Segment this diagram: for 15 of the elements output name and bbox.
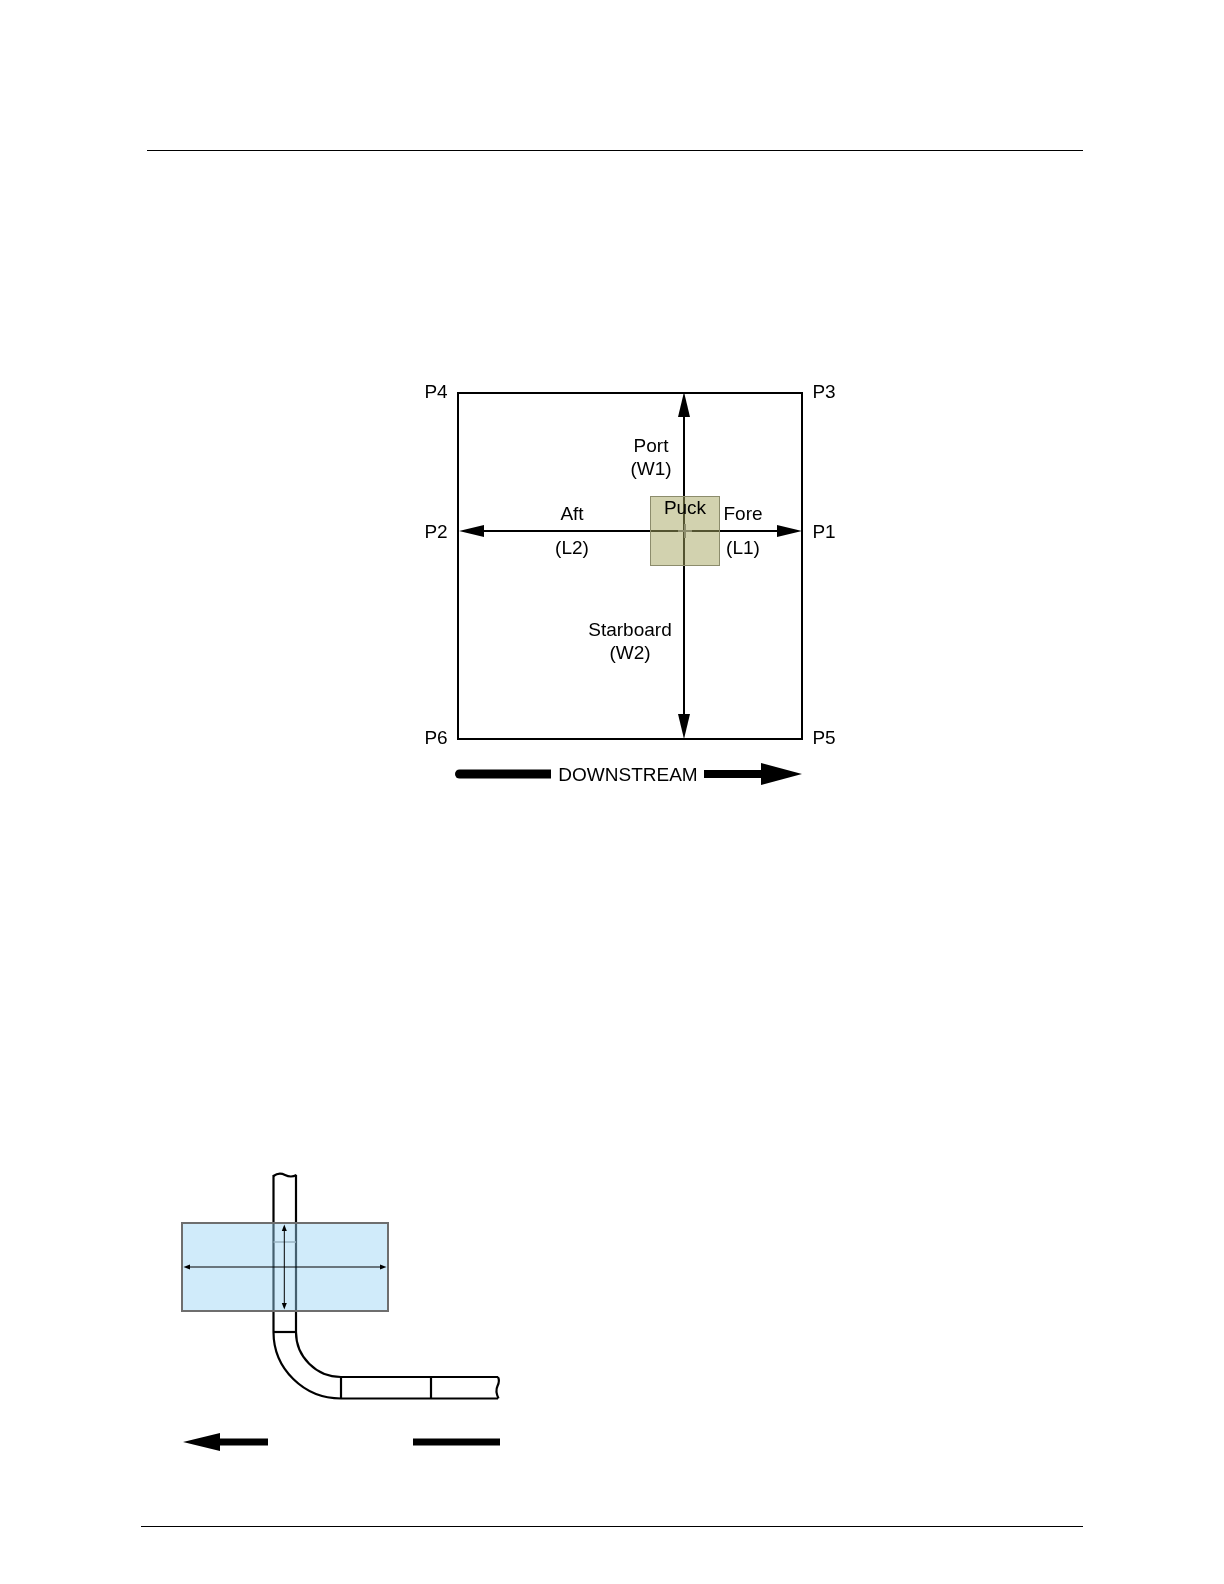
direction-label: Starboard (W2)	[588, 618, 672, 664]
direction-label: Port (W1)	[630, 434, 672, 480]
point-label: P1	[812, 519, 836, 543]
direction-label: (L1)	[726, 535, 760, 559]
direction-label: Aft	[560, 501, 584, 525]
point-label: P4	[424, 379, 448, 403]
direction-label: DOWNSTREAM	[558, 762, 698, 786]
point-label: P2	[424, 519, 448, 543]
square-frame	[457, 392, 803, 740]
point-label: P5	[812, 725, 836, 749]
point-label: P6	[424, 725, 448, 749]
overlay-rectangle	[181, 1222, 389, 1312]
direction-label: (L2)	[555, 535, 589, 559]
point-label: P3	[812, 379, 836, 403]
direction-label: Fore	[723, 501, 763, 525]
